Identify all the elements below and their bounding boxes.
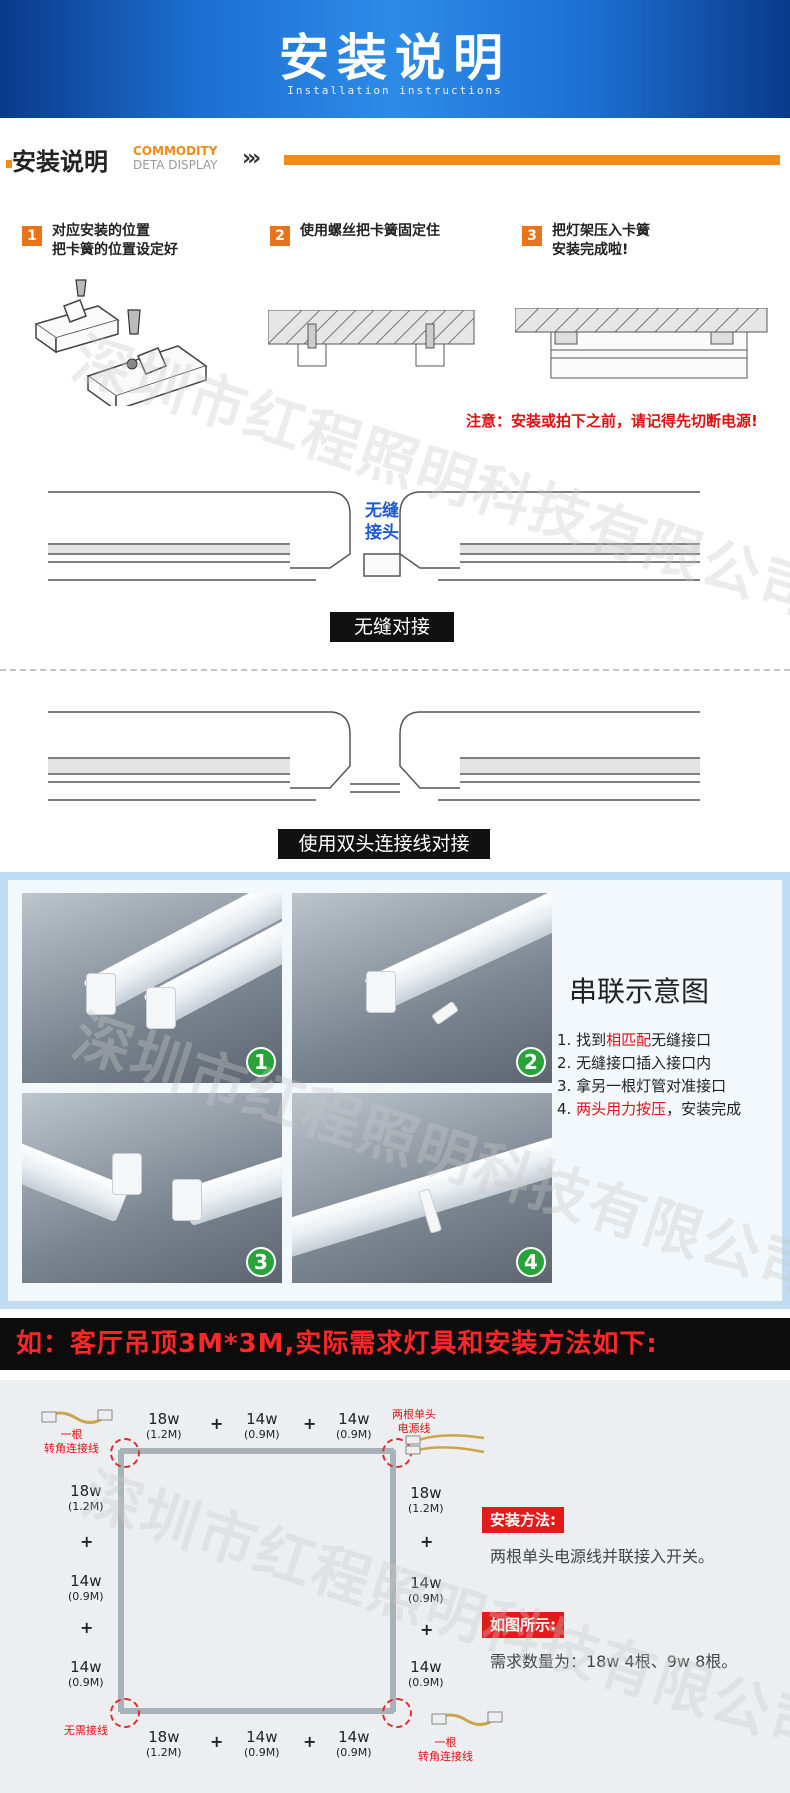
banner-subtitle: Installation instructions: [287, 84, 503, 97]
plus-sign: +: [210, 1732, 224, 1751]
step-badge: 2: [516, 1047, 546, 1077]
plus-sign: +: [210, 1414, 224, 1433]
example-banner: 如：客厅吊顶3M*3M,实际需求灯具和安装方法如下:: [0, 1318, 790, 1370]
step-number: 1: [22, 226, 42, 246]
series-steps: 1. 找到相匹配无缝接口 2. 无缝接口插入接口内 3. 拿另一根灯管对准接口 …: [557, 1029, 741, 1121]
seamless-joint-drawing: [48, 491, 700, 581]
note-top-right: 两根单头电源线: [392, 1408, 436, 1435]
series-title: 串联示意图: [569, 975, 710, 1008]
step-badge: 4: [516, 1247, 546, 1277]
plus-sign: +: [303, 1732, 317, 1751]
step-text: 把灯架压入卡簧安装完成啦!: [552, 223, 650, 258]
install-method-tag: 安装方法:: [482, 1507, 564, 1533]
corner-marker-bottom-left: [110, 1698, 140, 1728]
corner-marker-top-left: [110, 1438, 140, 1468]
step-badge: 3: [246, 1247, 276, 1277]
power-cable-icon: [405, 1434, 485, 1455]
chevrons-icon: ›››: [242, 146, 261, 171]
step-number: 2: [270, 226, 290, 246]
header-banner: 安装说明 Installation instructions: [0, 0, 790, 118]
section-en-line2: DETA DISPLAY: [133, 158, 218, 172]
left-seg-1: 18w(1.2M): [68, 1482, 104, 1514]
section-bar: [284, 155, 780, 165]
cable-joint-drawing: [48, 711, 700, 801]
cable-join-label: 使用双头连接线对接: [278, 829, 490, 859]
seamless-join-label: 无缝对接: [330, 612, 454, 642]
section-marker: [6, 160, 12, 168]
tube-right: [390, 1450, 396, 1712]
section-header: 安装说明 COMMODITY DETA DISPLAY ›››: [6, 140, 786, 176]
step-number: 3: [522, 226, 542, 246]
safety-warning: 注意：安装或拍下之前，请记得先切断电源!: [466, 412, 758, 430]
bottom-seg-1: 18w(1.2M): [146, 1728, 182, 1760]
mount-drawing: [515, 308, 768, 379]
top-seg-2: 14w(0.9M): [244, 1410, 280, 1442]
series-step-1: 1. 找到相匹配无缝接口: [557, 1031, 712, 1049]
series-step-4: 4. 两头用力按压，安装完成: [557, 1100, 742, 1118]
plus-sign: +: [420, 1532, 434, 1551]
bottom-seg-3: 14w(0.9M): [336, 1728, 372, 1760]
step-text: 对应安装的位置把卡簧的位置设定好: [52, 223, 178, 258]
photo-step-4: 4: [292, 1093, 552, 1283]
top-seg-3: 14w(0.9M): [336, 1410, 372, 1442]
step-text: 使用螺丝把卡簧固定住: [300, 223, 440, 239]
photo-step-2: 2: [292, 893, 552, 1083]
note-top-left: 一根转角连接线: [44, 1428, 99, 1455]
figure-tag: 如图所示:: [482, 1612, 564, 1638]
left-seg-2: 14w(0.9M): [68, 1572, 104, 1604]
bottom-seg-2: 14w(0.9M): [244, 1728, 280, 1760]
section-en-line1: COMMODITY: [133, 144, 218, 158]
note-bottom-right: 一根转角连接线: [418, 1736, 473, 1763]
plus-sign: +: [80, 1532, 94, 1551]
corner-cable-icon: [41, 1409, 113, 1424]
tube-top: [120, 1448, 394, 1454]
section-title: 安装说明: [12, 148, 108, 176]
corner-marker-bottom-right: [382, 1698, 412, 1728]
right-seg-2: 14w(0.9M): [408, 1574, 444, 1606]
note-bottom-left: 无需接线: [64, 1724, 108, 1737]
photo-step-3: 3: [22, 1093, 282, 1283]
series-step-2: 2. 无缝接口插入接口内: [557, 1054, 712, 1072]
tube-left: [118, 1450, 124, 1712]
divider: [0, 669, 790, 671]
screw-drawing: [268, 310, 475, 367]
top-seg-1: 18w(1.2M): [146, 1410, 182, 1442]
plus-sign: +: [80, 1618, 94, 1637]
banner-title: 安装说明: [279, 29, 511, 87]
step-badge: 1: [246, 1047, 276, 1077]
clip-drawing: [34, 279, 208, 406]
series-step-3: 3. 拿另一根灯管对准接口: [557, 1077, 727, 1095]
left-seg-3: 14w(0.9M): [68, 1658, 104, 1690]
install-method-text: 两根单头电源线并联接入开关。: [490, 1547, 715, 1566]
tube-bottom: [120, 1708, 394, 1714]
plus-sign: +: [420, 1620, 434, 1639]
plus-sign: +: [303, 1414, 317, 1433]
seamless-callout: 无缝接头: [365, 501, 399, 543]
corner-cable-icon-bottom: [431, 1711, 503, 1726]
right-seg-3: 14w(0.9M): [408, 1658, 444, 1690]
photo-step-1: 1: [22, 893, 282, 1083]
right-seg-1: 18w(1.2M): [408, 1484, 444, 1516]
figure-text: 需求数量为：18w 4根、9w 8根。: [490, 1652, 738, 1671]
